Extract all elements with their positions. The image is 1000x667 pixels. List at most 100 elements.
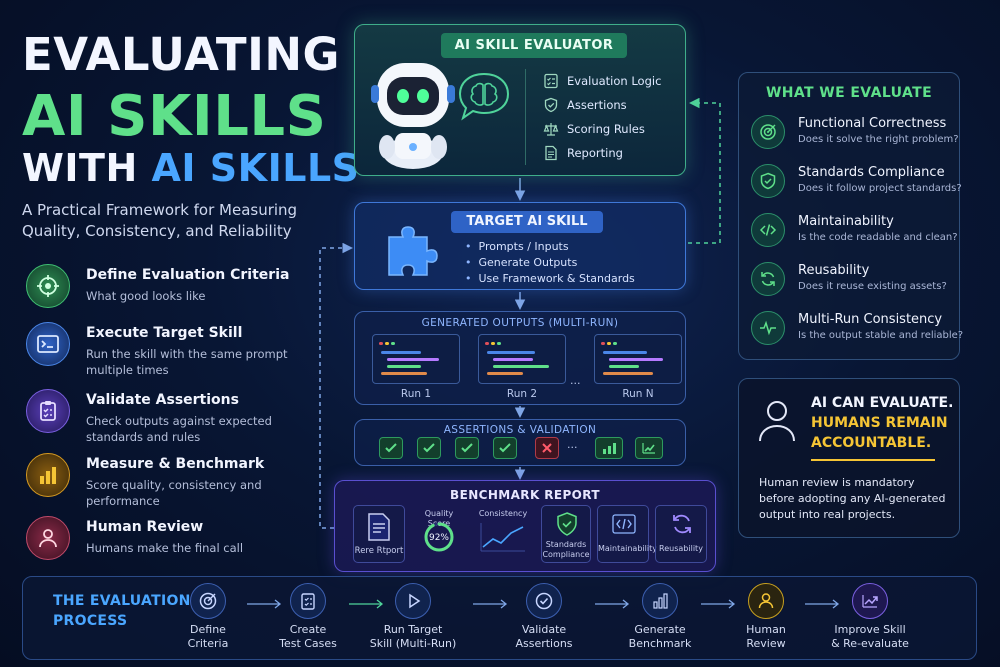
criterion-title: Maintainability (798, 214, 894, 229)
standards-card: Standards Compliance (541, 505, 591, 563)
run-label: Run 2 (506, 388, 538, 400)
process-step-label-line-1: Run Target (383, 623, 443, 636)
clipboard-check-icon (26, 389, 70, 433)
criterion-standards-compliance: Standards Compliance Does it follow proj… (751, 164, 962, 204)
run-label: Run N (622, 388, 654, 400)
step-measure-benchmark: Measure & Benchmark Score quality, consi… (26, 453, 316, 509)
reusability-label: Reusability (659, 544, 703, 553)
bar-chart-icon (26, 453, 70, 497)
consistency-label: Consistency (478, 509, 528, 518)
human-note: Human review is mandatory before adoptin… (759, 476, 946, 521)
title-prefix: WITH (22, 146, 152, 190)
step-desc: Run the skill with the same prompt multi… (86, 347, 288, 377)
user-icon (759, 401, 795, 442)
criterion-desc: Is the code readable and clean? (798, 232, 958, 243)
title-line-3: WITH AI SKILLS (22, 146, 360, 190)
title-line-2: AI SKILLS (22, 84, 327, 149)
report-card: Rere Rtport (353, 505, 405, 563)
human-accountability-panel: AI CAN EVALUATE. HUMANS REMAIN ACCOUNTAB… (738, 378, 960, 538)
step-human-review: Human Review Humans make the final call (26, 516, 316, 572)
accent-underline (811, 459, 935, 461)
checklist-icon (290, 583, 326, 619)
shield-check-icon (544, 97, 558, 113)
quality-gauge (424, 522, 454, 552)
benchmark-title: BENCHMARK REPORT (450, 488, 600, 502)
arrow-icon (473, 599, 508, 609)
run-ellipsis: ... (570, 374, 581, 387)
evaluator-item-label: Reporting (567, 146, 623, 160)
maintainability-label: Maintainability (598, 544, 657, 553)
target-item: Generate Outputs (465, 256, 578, 269)
arrow-icon (701, 599, 736, 609)
subtitle: A Practical Framework for Measuring Qual… (22, 201, 298, 240)
refresh-icon (673, 514, 691, 534)
process-step-label-line-2: Assertions (515, 637, 573, 650)
criterion-multi-run-consistency: Multi-Run Consistency Is the output stab… (751, 311, 963, 351)
run-label: Run 1 (400, 388, 432, 400)
crosshair-icon (26, 264, 70, 308)
process-step-label-line-2: Benchmark (628, 637, 692, 650)
process-step-label-line-2: Criteria (187, 637, 229, 650)
criterion-reusability: Reusability Does it reuse existing asset… (751, 262, 956, 302)
step-desc: Check outputs against expected standards… (86, 414, 272, 444)
criterion-maintainability: Maintainability Is the code readable and… (751, 213, 958, 253)
process-step-label-line-1: Define (190, 623, 226, 636)
report-document-icon (368, 513, 390, 541)
criterion-title: Reusability (798, 263, 870, 278)
process-step-label-line-1: Human (746, 623, 786, 636)
evaluator-item-label: Assertions (567, 98, 627, 112)
step-title: Human Review (86, 519, 204, 535)
step-title: Define Evaluation Criteria (86, 267, 290, 283)
refresh-icon (751, 262, 785, 296)
standards-label: Standards Compliance (542, 540, 590, 559)
consistency-card: Consistency (473, 505, 533, 563)
target-icon (190, 583, 226, 619)
bar-chart-icon (595, 437, 623, 459)
process-step-improve: Improve Skill& Re-evaluate (815, 583, 925, 657)
process-step-label-line-2: & Re-evaluate (831, 637, 909, 650)
step-validate-assertions: Validate Assertions Check outputs agains… (26, 389, 316, 445)
document-icon (545, 145, 557, 161)
reusability-card: Reusability (655, 505, 707, 563)
check-icon (455, 437, 479, 459)
user-icon (26, 516, 70, 560)
step-desc: Humans make the final call (86, 541, 244, 555)
code-icon (751, 213, 785, 247)
assertions-title: ASSERTIONS & VALIDATION (443, 424, 597, 436)
play-icon (395, 583, 431, 619)
process-step-label: Improve Skill& Re-evaluate (815, 623, 925, 651)
criterion-title: Functional Correctness (798, 116, 947, 131)
benchmark-report-panel: BENCHMARK REPORT Rere Rtport Quality Sco… (334, 480, 716, 572)
robot-icon (371, 63, 455, 169)
human-line-1: AI CAN EVALUATE. (811, 395, 954, 411)
code-output-preview (372, 334, 460, 384)
evaluator-item: Assertions (543, 95, 683, 115)
step-desc: What good looks like (86, 289, 206, 303)
target-icon (751, 115, 785, 149)
assertions-validation-panel: ASSERTIONS & VALIDATION ... (354, 419, 686, 466)
trend-up-icon (635, 437, 663, 459)
criterion-title: Multi-Run Consistency (798, 312, 943, 327)
code-output-preview (594, 334, 682, 384)
ai-skill-evaluator-panel: AI SKILL EVALUATOR Evaluation Logic Asse… (354, 24, 686, 176)
step-desc: Score quality, consistency and performan… (86, 478, 262, 508)
evaluator-item: Reporting (543, 143, 683, 163)
criterion-desc: Does it reuse existing assets? (798, 281, 947, 292)
check-icon (417, 437, 441, 459)
outputs-title: GENERATED OUTPUTS (MULTI-RUN) (421, 317, 619, 329)
process-step-label-line-1: Create (289, 623, 327, 636)
check-icon (493, 437, 517, 459)
target-title: TARGET AI SKILL (451, 211, 603, 233)
criterion-desc: Is the output stable and reliable? (798, 330, 964, 341)
trend-up-icon (852, 583, 888, 619)
